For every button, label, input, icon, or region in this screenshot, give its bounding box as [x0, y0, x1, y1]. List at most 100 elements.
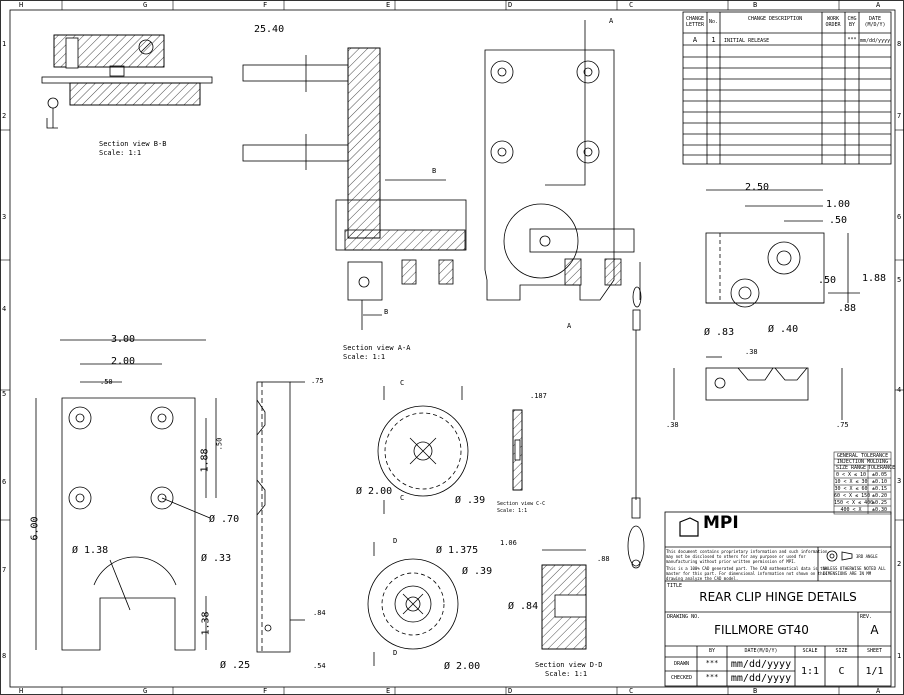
zone-letter-f: F — [263, 1, 268, 9]
checked-label: CHECKED — [670, 675, 693, 681]
zone-letter-b: B — [753, 1, 758, 9]
section-bb-title: Section view B-B — [99, 140, 167, 148]
zone-number-6: 6 — [2, 478, 7, 486]
rev-header-work-order: WORK ORDER — [825, 16, 841, 28]
cut-letter-c-top: C — [400, 379, 405, 387]
drawing-no-label: DRAWING NO. — [667, 614, 701, 620]
dim-1-88-left: 1.88 — [199, 448, 211, 473]
cut-letter-a-top: A — [609, 17, 614, 25]
rev-header-change-letter: CHANGE LETTER — [685, 16, 705, 28]
dim-0-75-left: .75 — [311, 377, 324, 385]
dim-dia-1-38: Ø 1.38 — [72, 545, 109, 556]
cut-letter-b-top: B — [432, 167, 437, 175]
tolerance-header-tol: TOLERANCE — [868, 465, 896, 471]
dim-0-88-right: .88 — [838, 303, 857, 314]
zone-letter-a-bottom: A — [876, 687, 881, 695]
dim-6-00: 6.00 — [29, 516, 41, 541]
scale-label: SCALE — [802, 648, 818, 654]
tolerance-range: 60 < X ≤ 150 — [834, 493, 871, 499]
rev-header-no: No. — [708, 19, 719, 25]
proprietary-notice-3: manufacturing without prior written perm… — [666, 559, 797, 564]
dim-dia-0-25: Ø .25 — [220, 660, 251, 671]
dim-2-00: 2.00 — [111, 356, 136, 367]
zone-number-7: 7 — [2, 566, 7, 574]
section-aa-scale: Scale: 1:1 — [343, 353, 386, 361]
dim-0-50-vertical: .50 — [215, 437, 224, 451]
size-label: SIZE — [835, 648, 848, 654]
checked-by: *** — [705, 673, 719, 681]
zone-letter-g-bottom: G — [143, 687, 148, 695]
tolerance-value: ±0.15 — [871, 486, 888, 492]
dim-3-00: 3.00 — [111, 334, 136, 345]
cut-letter-c-bottom: C — [400, 494, 405, 502]
zone-number-8-right: 8 — [897, 40, 902, 48]
dim-1-38: 1.38 — [200, 611, 212, 636]
tolerance-subtitle: INJECTION MOLDING — [836, 459, 889, 465]
rev-row-chg-by: *** — [847, 37, 857, 43]
zone-number-7-right: 7 — [897, 112, 902, 120]
section-bb-view — [41, 34, 213, 129]
dim-dia-0-40: Ø .40 — [768, 324, 799, 335]
dim-dia-2-00-c: Ø 2.00 — [356, 486, 393, 497]
tolerance-title: GENERAL TOLERANCE — [836, 453, 889, 459]
dim-dia-0-84: Ø .84 — [508, 601, 539, 612]
zone-letter-h: H — [19, 1, 24, 9]
proprietary-notice-2: may not be disclosed to others for any p… — [666, 554, 806, 559]
checked-date: mm/dd/yyyy — [730, 673, 792, 684]
tolerance-value: ±0.05 — [871, 472, 888, 478]
drawn-label: DRAWN — [673, 661, 690, 667]
drawn-by: *** — [705, 659, 719, 667]
dim-dia-0-39-d: Ø .39 — [462, 566, 493, 577]
tolerance-value: ±0.30 — [871, 507, 888, 513]
tolerance-range: 10 < X ≤ 30 — [834, 479, 868, 485]
zone-number-4: 4 — [2, 305, 7, 313]
rev-row-description: INITIAL RELEASE — [724, 38, 770, 44]
section-aa-view — [242, 47, 467, 330]
rev-header-description: CHANGE DESCRIPTION — [747, 16, 803, 22]
zone-number-3: 3 — [2, 213, 7, 221]
section-cc-scale: Scale: 1:1 — [497, 508, 528, 514]
rev-row-date: mm/dd/yyyy — [860, 38, 891, 44]
dim-25-40: 25.40 — [254, 24, 285, 35]
tolerance-range: 30 < X ≤ 60 — [834, 486, 868, 492]
zone-number-5: 5 — [2, 390, 7, 398]
units-note-1: UNLESS OTHERWISE NOTED ALL — [823, 566, 886, 571]
dim-dia-0-70: Ø .70 — [209, 514, 240, 525]
top-block-view — [705, 189, 860, 308]
tolerance-value: ±0.20 — [871, 493, 888, 499]
zone-number-2: 2 — [2, 112, 7, 120]
dim-dia-0-83: Ø .83 — [704, 327, 735, 338]
zone-number-1-right: 1 — [897, 652, 902, 660]
dim-0-88-dd: .88 — [597, 555, 610, 563]
zone-number-1: 1 — [2, 40, 7, 48]
dim-0-75-right: .75 — [836, 421, 849, 429]
drawn-date: mm/dd/yyyy — [730, 659, 792, 670]
dim-dia-0-33: Ø .33 — [201, 553, 232, 564]
dim-1-00: 1.00 — [826, 199, 851, 210]
zone-letter-f-bottom: F — [263, 687, 268, 695]
projection-label: 3RD ANGLE — [856, 554, 878, 559]
by-label: BY — [708, 648, 716, 654]
section-bb-scale: Scale: 1:1 — [99, 149, 142, 157]
dim-0-50-left: .50 — [100, 378, 113, 386]
zone-letter-b-bottom: B — [753, 687, 758, 695]
zone-number-5-right: 5 — [897, 276, 902, 284]
rev-header-chg-by: CHG BY — [847, 16, 857, 28]
zone-letter-c: C — [629, 1, 634, 9]
section-dd-scale: Scale: 1:1 — [545, 670, 588, 678]
zone-number-2-right: 2 — [897, 560, 902, 568]
hinge-plate-view — [484, 20, 645, 569]
section-dd-view — [541, 549, 587, 650]
company-logo: MPI — [703, 513, 739, 533]
section-cc-title: Section view C-C — [497, 501, 546, 507]
zone-number-8: 8 — [2, 652, 7, 660]
drawing-number: FILLMORE GT40 — [714, 623, 809, 637]
date-label: DATE(M/D/Y) — [744, 648, 778, 654]
inner-border — [9, 9, 896, 688]
tolerance-value: ±0.25 — [871, 500, 888, 506]
proprietary-notice-1: This document contains proprietary infor… — [666, 549, 828, 554]
cut-letter-d-top: D — [393, 537, 398, 545]
circle-view-dd — [367, 542, 459, 666]
section-aa-title: Section view A-A — [343, 344, 411, 352]
